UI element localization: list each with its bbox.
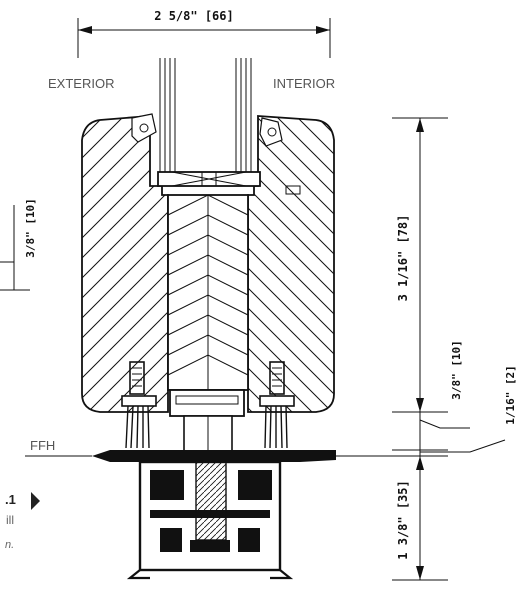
interior-sash	[247, 115, 335, 413]
right-tiny-label: 1/16" [2]	[504, 365, 517, 425]
left-height-label: 3/8" [10]	[24, 198, 37, 258]
caption-number: .1	[5, 492, 16, 507]
weatherstrip-left	[121, 361, 157, 449]
exterior-label: EXTERIOR	[48, 76, 114, 91]
right-total-label: 3 1/16" [78]	[396, 215, 410, 302]
weatherstrip-right	[259, 361, 295, 449]
ffh-label: FFH	[30, 438, 55, 453]
caption-line2: n.	[5, 539, 14, 551]
right-bottom-label: 1 3/8" [35]	[396, 480, 410, 559]
interior-label: INTERIOR	[273, 76, 335, 91]
right-dimensions: 3 1/16" [78] 3/8" [10] 1/16" [2] 1 3/8" …	[392, 117, 517, 581]
glazing-block	[157, 171, 261, 187]
figure-caption: .1 ill n.	[5, 492, 40, 551]
glass-panes	[159, 58, 252, 172]
center-mullion	[167, 194, 249, 391]
left-height-dimension: 3/8" [10]	[0, 198, 37, 291]
caption-arrow-icon	[31, 492, 40, 510]
right-small-label: 3/8" [10]	[450, 340, 463, 400]
top-width-dimension: 2 5/8" [66]	[77, 9, 331, 58]
caption-line1: ill	[6, 513, 14, 527]
top-width-label: 2 5/8" [66]	[154, 9, 233, 23]
exterior-sash	[81, 113, 169, 413]
sill-extrusion	[92, 450, 336, 580]
